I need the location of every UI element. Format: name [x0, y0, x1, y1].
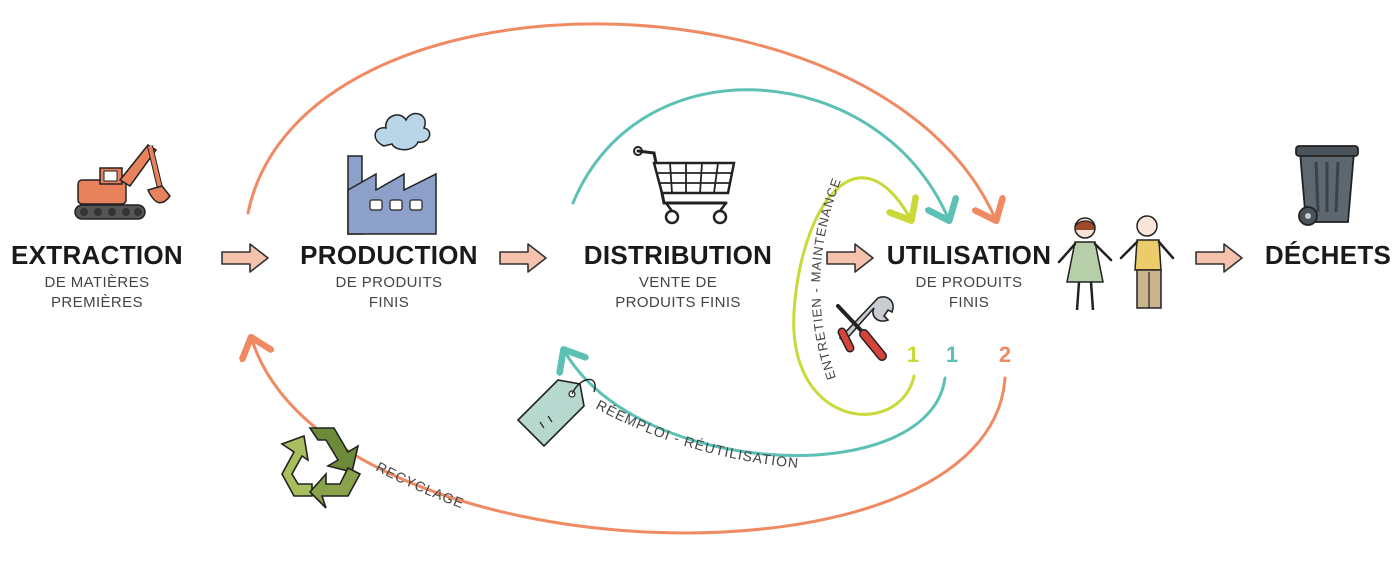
loop-label-reuse: RÉEMPLOI - RÉUTILISATION: [594, 397, 800, 471]
loop-number-recycling: 2: [999, 342, 1011, 367]
loop-label-maintenance: ENTRETIEN - MAINTENANCE: [808, 175, 844, 381]
shopping-cart-icon: [633, 146, 736, 225]
loop-number-reuse: 1: [946, 342, 958, 367]
arc-top-teal: [571, 88, 948, 218]
flow-arrow-3: [826, 243, 874, 273]
loop-maintenance: [792, 176, 914, 416]
loop-label-recycling: RECYCLAGE: [374, 458, 467, 511]
stage-title-utilisation: UTILISATION: [886, 240, 1052, 270]
flow-arrow-2: [499, 243, 547, 273]
stage-title-extraction: EXTRACTION: [11, 240, 183, 270]
factory-icon: [347, 112, 437, 235]
trash-bin-icon: [1295, 145, 1359, 226]
people-icon: [1057, 215, 1175, 311]
flow-arrow-4: [1195, 243, 1243, 273]
recycle-icon: [280, 427, 362, 509]
stage-title-production: PRODUCTION: [300, 240, 478, 270]
excavator-icon: [74, 144, 171, 220]
arc-top-orange: [246, 22, 995, 218]
stage-title-distribution: DISTRIBUTION: [583, 240, 773, 270]
arc-bottom-orange: [252, 340, 1007, 535]
stage-title-dechets: DÉCHETS: [1264, 240, 1392, 270]
loop-number-maintenance: 1: [907, 342, 919, 367]
arc-bottom-teal: [565, 352, 947, 457]
price-tag-icon: [516, 378, 596, 448]
tools-icon: [836, 296, 894, 361]
flow-arrow-1: [221, 243, 269, 273]
